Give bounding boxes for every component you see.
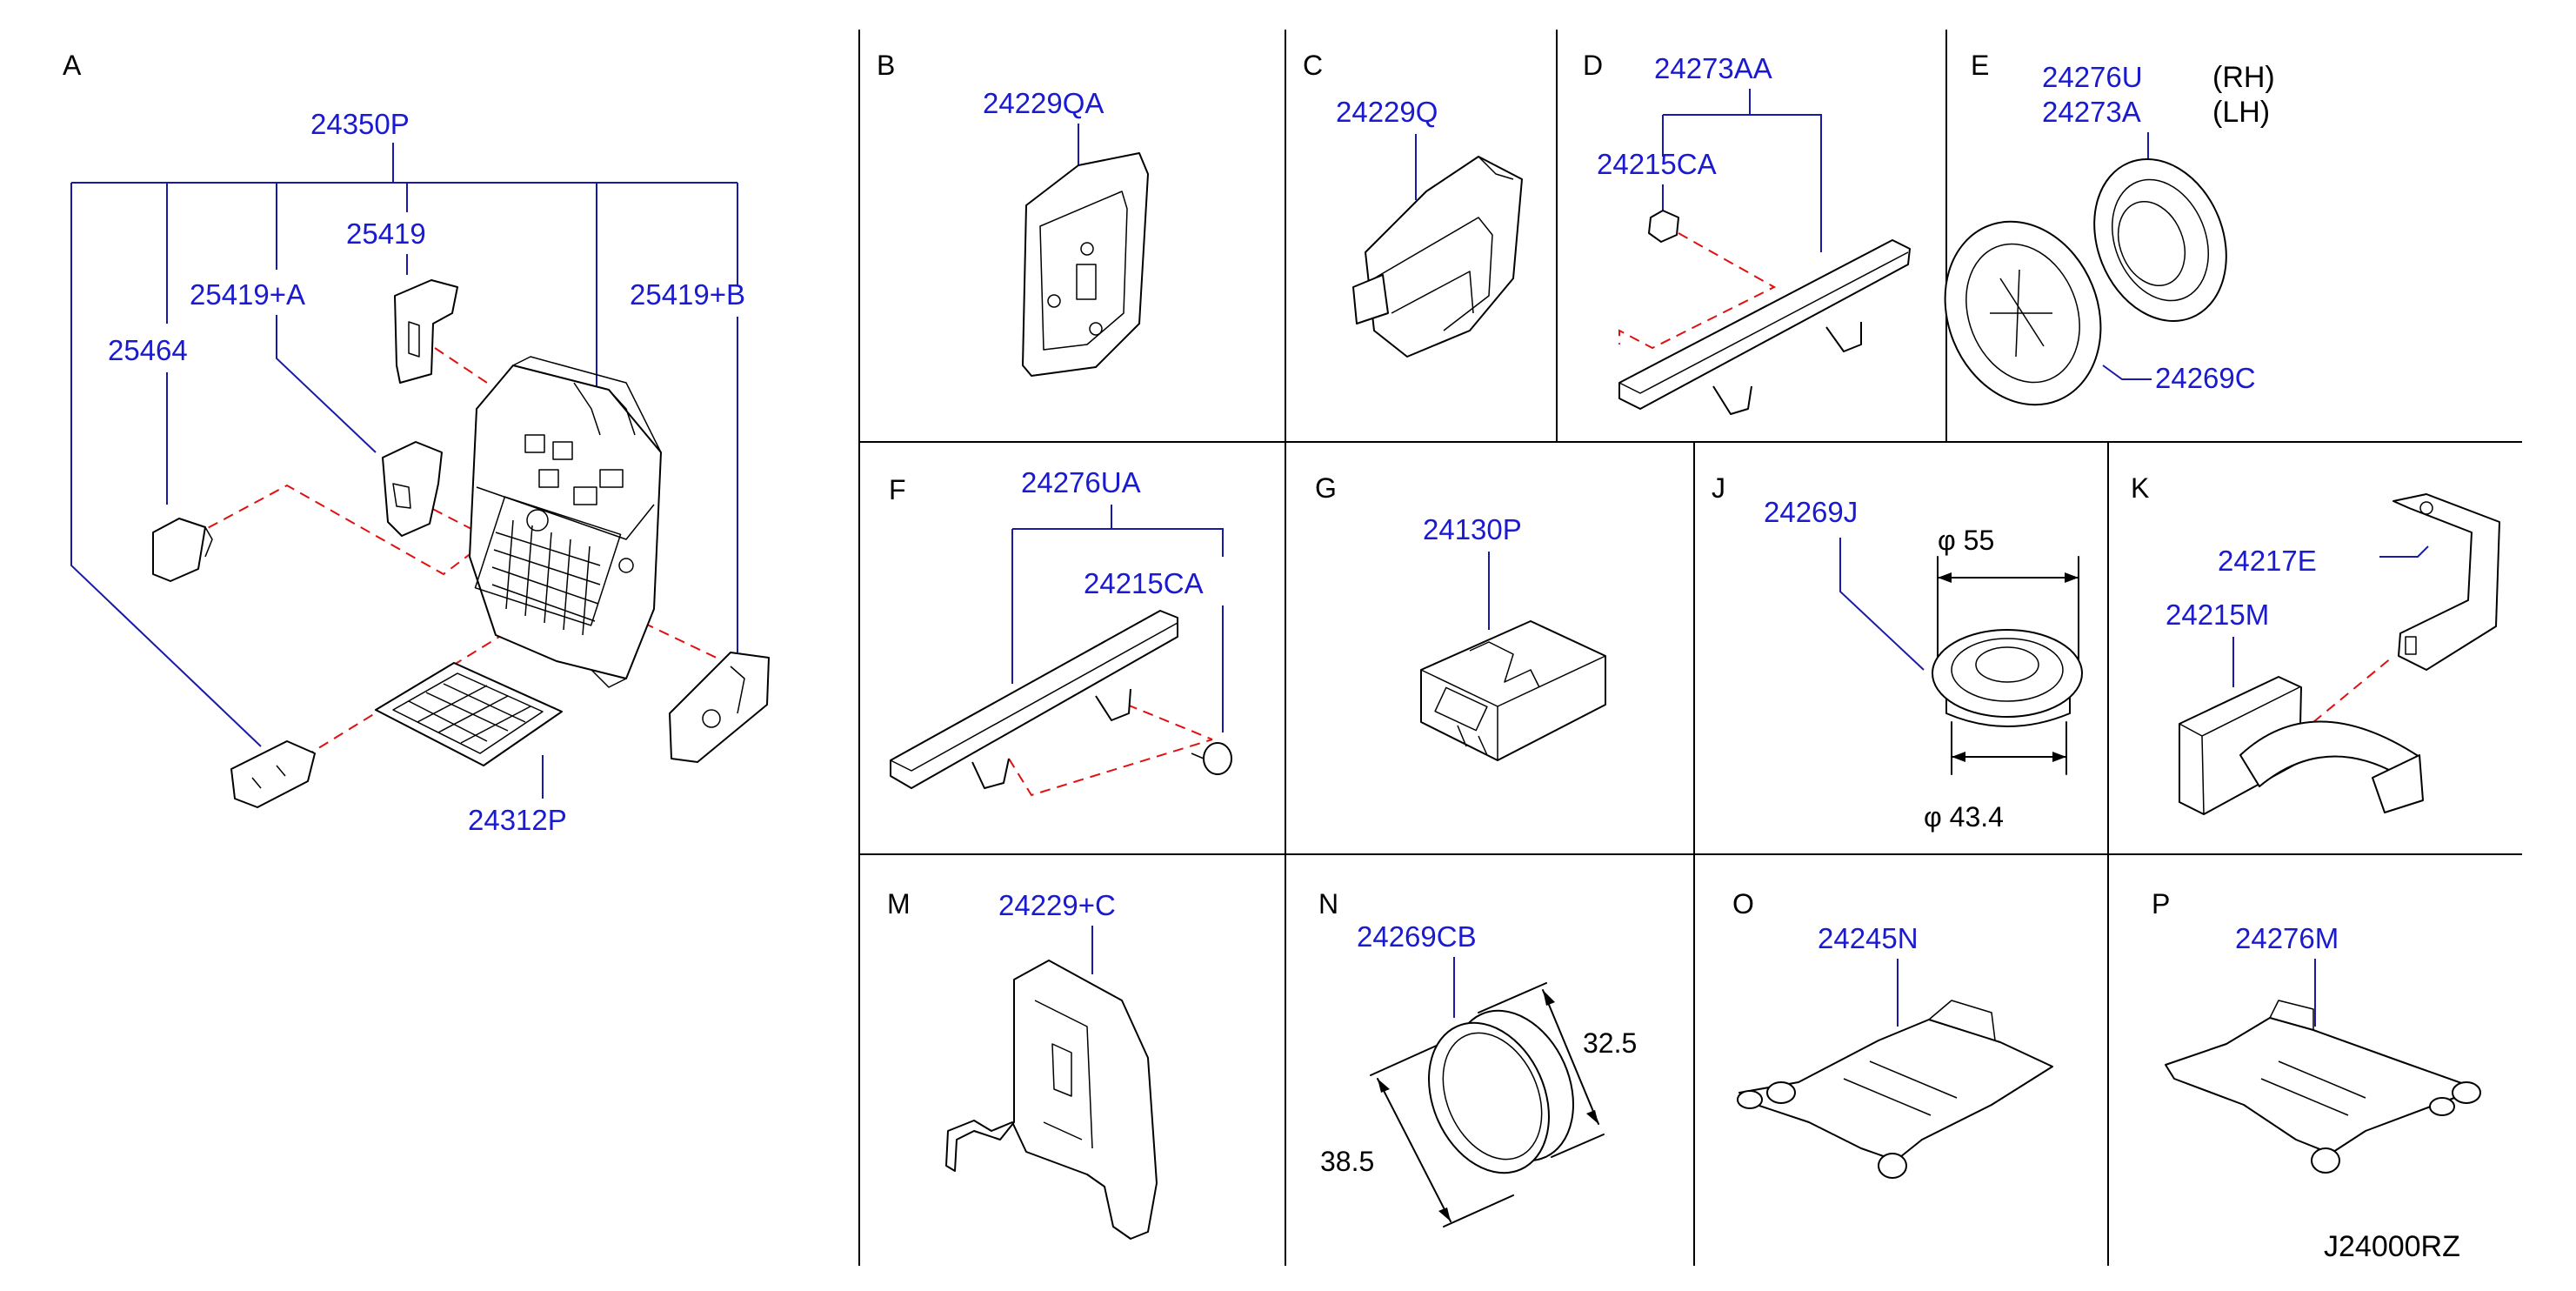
part-number-24276U[interactable]: 24276U <box>2042 61 2143 93</box>
dimension-lines-n <box>1370 982 1605 1227</box>
part-number-24276UA[interactable]: 24276UA <box>1021 466 1141 498</box>
section-j: J 24269J φ 55 φ 43.4 <box>1712 472 2083 833</box>
bracket-24229-c[interactable] <box>945 960 1158 1240</box>
section-letter-b: B <box>877 50 895 81</box>
leader-lines-f <box>1011 505 1224 732</box>
part-number-24215CA-f[interactable]: 24215CA <box>1084 567 1204 599</box>
section-letter-f: F <box>889 474 906 505</box>
part-number-24245N[interactable]: 24245N <box>1818 922 1919 954</box>
section-c: C 24229Q <box>1303 50 1523 358</box>
section-letter-m: M <box>887 888 911 920</box>
connector-a-bottom-left[interactable] <box>230 740 316 808</box>
part-number-24229Q[interactable]: 24229Q <box>1336 96 1438 128</box>
part-number-24273AA[interactable]: 24273AA <box>1654 52 1772 84</box>
part-number-24312P[interactable]: 24312P <box>468 804 567 836</box>
section-letter-g: G <box>1315 472 1337 504</box>
grommet-24269C[interactable] <box>1919 198 2127 429</box>
section-k: K 24217E 24215M <box>2131 472 2500 815</box>
bracket-24229QA[interactable] <box>1022 152 1149 377</box>
connector-24130P[interactable] <box>1420 620 1606 761</box>
section-letter-e: E <box>1971 50 1989 81</box>
bracket-24217E[interactable] <box>2392 493 2500 671</box>
part-number-24269C[interactable]: 24269C <box>2155 362 2256 394</box>
dimension-lines-j <box>1937 556 2079 775</box>
section-m: M 24229+C <box>887 888 1158 1240</box>
part-number-24229QA[interactable]: 24229QA <box>983 87 1104 119</box>
section-letter-k: K <box>2131 472 2149 504</box>
grommet-24276U[interactable] <box>2071 139 2249 341</box>
section-letter-a: A <box>63 50 82 81</box>
clip-24215CA-f[interactable] <box>1191 742 1232 775</box>
bracket-24245N[interactable] <box>1737 1000 2053 1179</box>
dashed-line-k <box>2312 657 2392 723</box>
bracket-24229Q[interactable] <box>1352 156 1523 358</box>
section-letter-o: O <box>1732 888 1754 920</box>
dimension-32-5: 32.5 <box>1583 1027 1637 1059</box>
leader-lines-a <box>70 143 738 799</box>
section-grid <box>858 30 2522 1266</box>
section-f: F 24276UA 24215CA <box>889 466 1232 797</box>
section-p: P 24276M <box>2152 888 2481 1174</box>
section-b: B 24229QA <box>877 50 1149 377</box>
fuse-panel-24312P[interactable] <box>375 662 563 766</box>
relay-25419-a[interactable] <box>382 441 443 537</box>
rail-24273AA[interactable] <box>1618 239 1911 415</box>
diagram-reference: J24000RZ <box>2324 1230 2460 1263</box>
dimension-phi-55: φ 55 <box>1938 525 1994 556</box>
leader-lines-d <box>1662 89 1822 252</box>
part-number-24350P[interactable]: 24350P <box>310 108 410 140</box>
grommet-24269J[interactable] <box>1932 629 2083 727</box>
dashed-lines-d <box>1618 232 1777 350</box>
part-number-25419-b[interactable]: 25419+B <box>630 278 745 311</box>
part-number-24269CB[interactable]: 24269CB <box>1357 920 1477 953</box>
relay-25419[interactable] <box>394 279 458 384</box>
part-number-24217E[interactable]: 24217E <box>2218 545 2317 577</box>
fuse-25464[interactable] <box>152 518 213 582</box>
part-number-24215CA[interactable]: 24215CA <box>1597 148 1717 180</box>
plug-24269CB[interactable] <box>1406 992 1596 1193</box>
section-letter-d: D <box>1583 50 1603 81</box>
note-lh: (LH) <box>2212 96 2270 129</box>
dashed-lines-f <box>1008 704 1213 797</box>
part-number-24229-c[interactable]: 24229+C <box>998 889 1116 921</box>
section-d: D 24273AA 24215CA <box>1583 50 1911 415</box>
section-letter-n: N <box>1318 888 1338 920</box>
clip-24215CA[interactable] <box>1648 210 1679 243</box>
cover-25419-b[interactable] <box>669 652 770 763</box>
part-number-24130P[interactable]: 24130P <box>1423 513 1522 545</box>
section-g: G 24130P <box>1315 472 1606 761</box>
section-o: O 24245N <box>1732 888 2053 1179</box>
section-e: E 24276U 24273A (RH) (LH) 24269C <box>1919 50 2275 429</box>
section-n: N 24269CB 32.5 38.5 <box>1318 888 1637 1227</box>
dimension-phi-43-4: φ 43.4 <box>1924 801 2004 833</box>
note-rh: (RH) <box>2212 61 2275 94</box>
section-letter-p: P <box>2152 888 2170 920</box>
section-letter-j: J <box>1712 472 1725 504</box>
part-number-25419[interactable]: 25419 <box>346 217 426 250</box>
rail-24276UA[interactable] <box>890 610 1178 789</box>
part-number-24269J[interactable]: 24269J <box>1764 496 1858 528</box>
section-letter-c: C <box>1303 50 1323 81</box>
bracket-24276M[interactable] <box>2165 1000 2481 1174</box>
part-number-24276M[interactable]: 24276M <box>2235 922 2339 954</box>
part-number-24215M[interactable]: 24215M <box>2166 599 2269 631</box>
leader-lines-k <box>2232 545 2429 687</box>
section-a: A 24350P 25419 25419+A 25464 25419+B 243… <box>63 50 770 836</box>
clip-24215M[interactable] <box>2179 676 2424 815</box>
part-number-25419-a[interactable]: 25419+A <box>190 278 305 311</box>
part-number-24273A[interactable]: 24273A <box>2042 96 2141 128</box>
fuse-relay-box[interactable] <box>469 356 662 688</box>
dimension-38-5: 38.5 <box>1320 1146 1374 1177</box>
part-number-25464[interactable]: 25464 <box>108 334 188 366</box>
